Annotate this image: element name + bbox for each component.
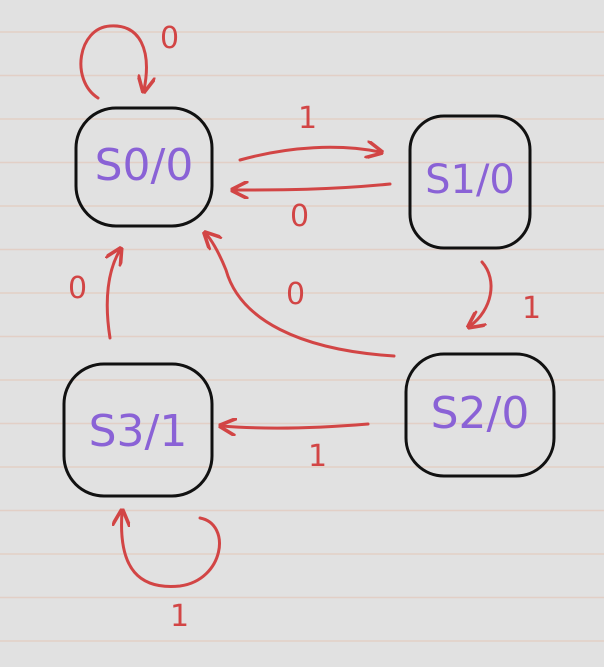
transitions bbox=[79, 24, 493, 588]
transition-s2-s3 bbox=[222, 424, 370, 428]
transition-s1-s0 bbox=[234, 184, 392, 190]
transition-labels: 0 1 0 1 0 1 0 1 bbox=[68, 21, 541, 634]
transition-s3-s0 bbox=[107, 250, 120, 340]
label-s0-s0: 0 bbox=[160, 21, 179, 56]
state-s0: S0/0 bbox=[74, 106, 214, 228]
transition-s2-s0 bbox=[206, 234, 396, 358]
transition-s0-s0 bbox=[79, 24, 147, 100]
state-s1: S1/0 bbox=[408, 114, 532, 250]
state-s3: S3/1 bbox=[62, 362, 214, 498]
ruled-lines bbox=[0, 31, 604, 642]
label-s0-s1: 1 bbox=[298, 101, 317, 136]
label-s3-s0: 0 bbox=[68, 271, 87, 306]
label-s1-s2: 1 bbox=[522, 291, 541, 326]
label-s2-s3: 1 bbox=[308, 439, 327, 474]
label-s1-s0: 0 bbox=[290, 199, 309, 234]
label-s2-s0: 0 bbox=[286, 277, 305, 312]
state-s0-label: S0/0 bbox=[95, 140, 194, 191]
state-s3-label: S3/1 bbox=[89, 406, 188, 457]
state-s2-label: S2/0 bbox=[431, 388, 530, 439]
label-s3-s3: 1 bbox=[170, 599, 189, 634]
state-s2: S2/0 bbox=[404, 352, 556, 478]
transition-s3-s3 bbox=[122, 512, 221, 588]
transition-s1-s2 bbox=[470, 260, 493, 326]
transition-s0-s1 bbox=[238, 147, 380, 162]
state-s1-label: S1/0 bbox=[425, 157, 515, 203]
